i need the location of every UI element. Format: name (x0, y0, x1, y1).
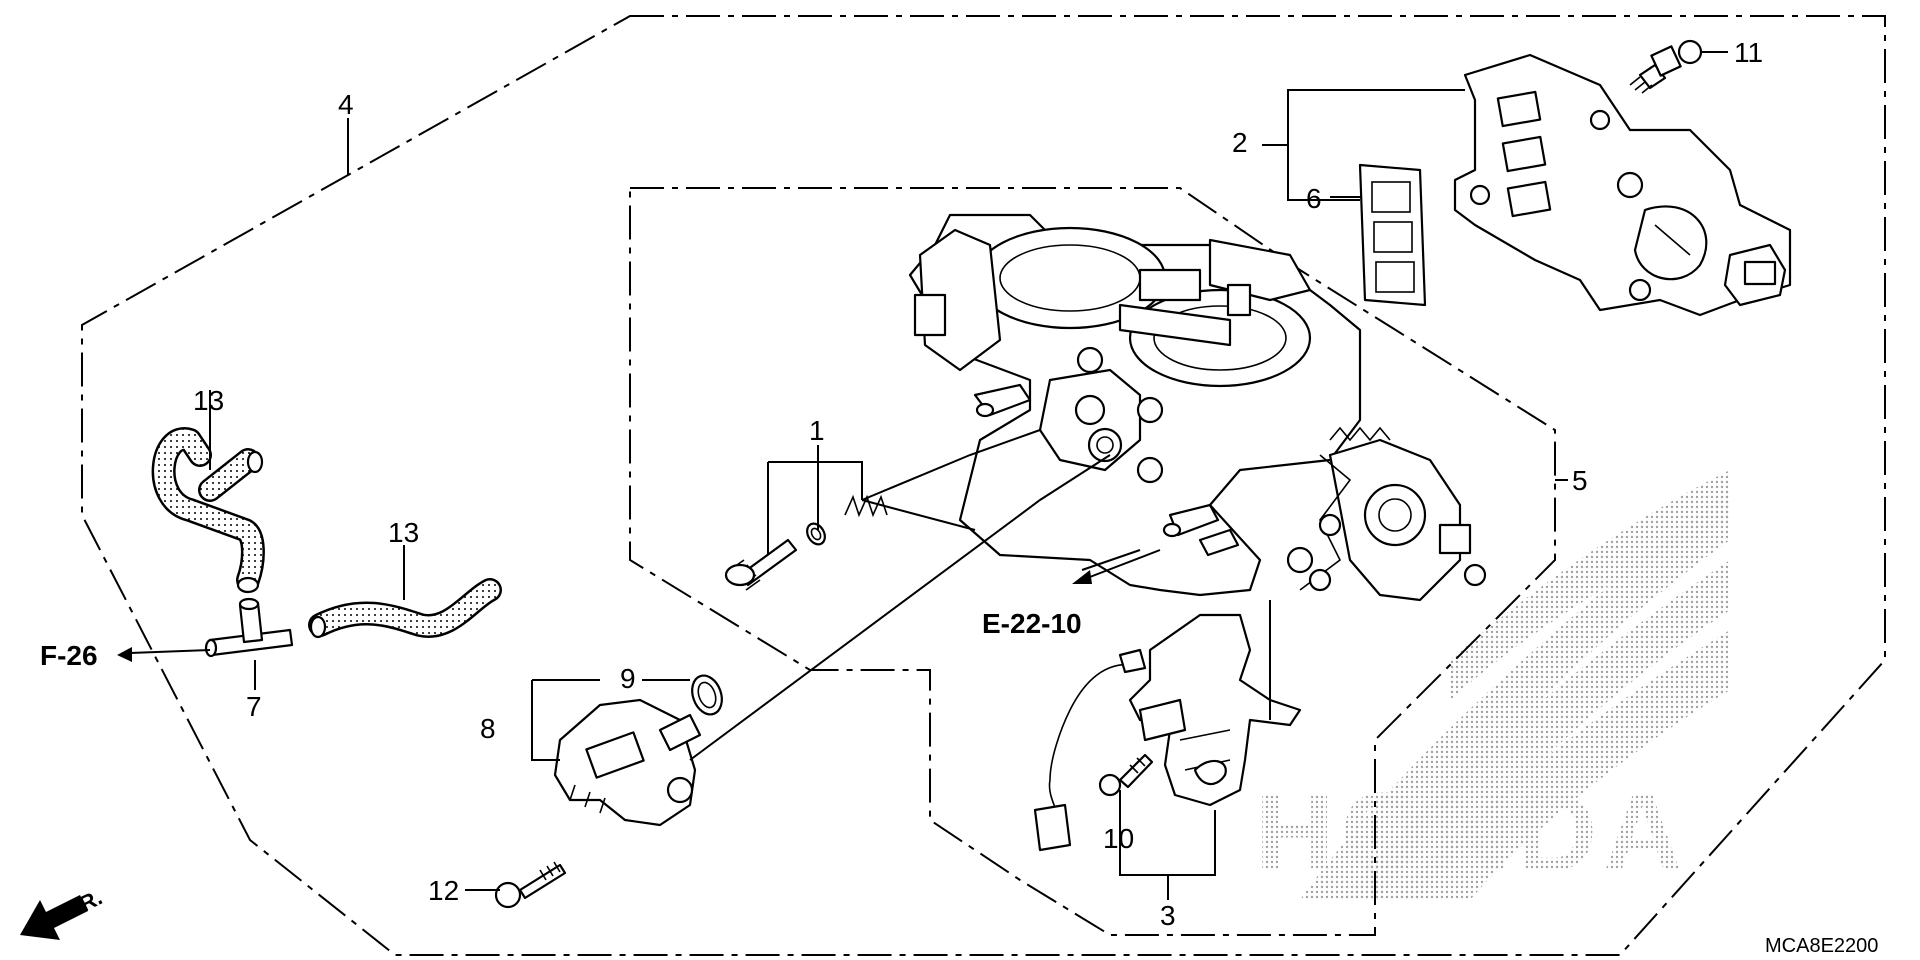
callout-6: 6 (1306, 183, 1322, 214)
gasket-6 (1358, 163, 1427, 307)
hose-13-lower (308, 578, 502, 639)
callout-13-lower: 13 (388, 517, 419, 548)
callout-13-upper: 13 (193, 385, 224, 416)
reference-e22: E-22-10 (982, 608, 1082, 639)
callout-7: 7 (246, 691, 262, 722)
assembly-boundary-5 (629, 187, 1556, 936)
callout-9: 9 (620, 663, 636, 694)
callout-11: 11 (1734, 37, 1763, 68)
front-direction-arrow: FR. (20, 884, 106, 940)
reference-f26: F-26 (40, 640, 98, 671)
throttle-body (908, 213, 1487, 602)
bolt-11 (1629, 39, 1703, 94)
adjusting-screw-kit (724, 494, 888, 591)
callouts: 4 2 6 11 1 5 13 13 7 9 8 12 10 3 (193, 37, 1763, 931)
callout-1: 1 (809, 415, 825, 446)
callout-2: 2 (1232, 127, 1248, 158)
throttle-position-sensor (1033, 613, 1302, 852)
screw-10 (1098, 753, 1154, 797)
map-sensor (553, 698, 702, 827)
callout-5: 5 (1572, 465, 1588, 496)
bolt-12 (494, 861, 567, 909)
arrow-e22 (1072, 549, 1161, 584)
callout-3: 3 (1160, 900, 1176, 931)
leader-lines (129, 51, 1728, 900)
assembly-boundary-4 (81, 15, 1886, 956)
t-joint-7 (204, 597, 294, 658)
diagram-code: MCA8E2200 (1765, 935, 1878, 957)
callout-12: 12 (428, 875, 459, 906)
honda-watermark-text: HONDA (1255, 771, 1688, 894)
o-ring-9 (691, 674, 723, 716)
arrow-f26 (117, 647, 132, 662)
honda-watermark: HONDA (1255, 470, 1730, 900)
callout-8: 8 (480, 713, 496, 744)
idle-air-control-valve (1453, 53, 1792, 317)
callout-10: 10 (1103, 823, 1134, 854)
hose-13-upper (151, 427, 265, 594)
callout-4: 4 (338, 89, 354, 120)
